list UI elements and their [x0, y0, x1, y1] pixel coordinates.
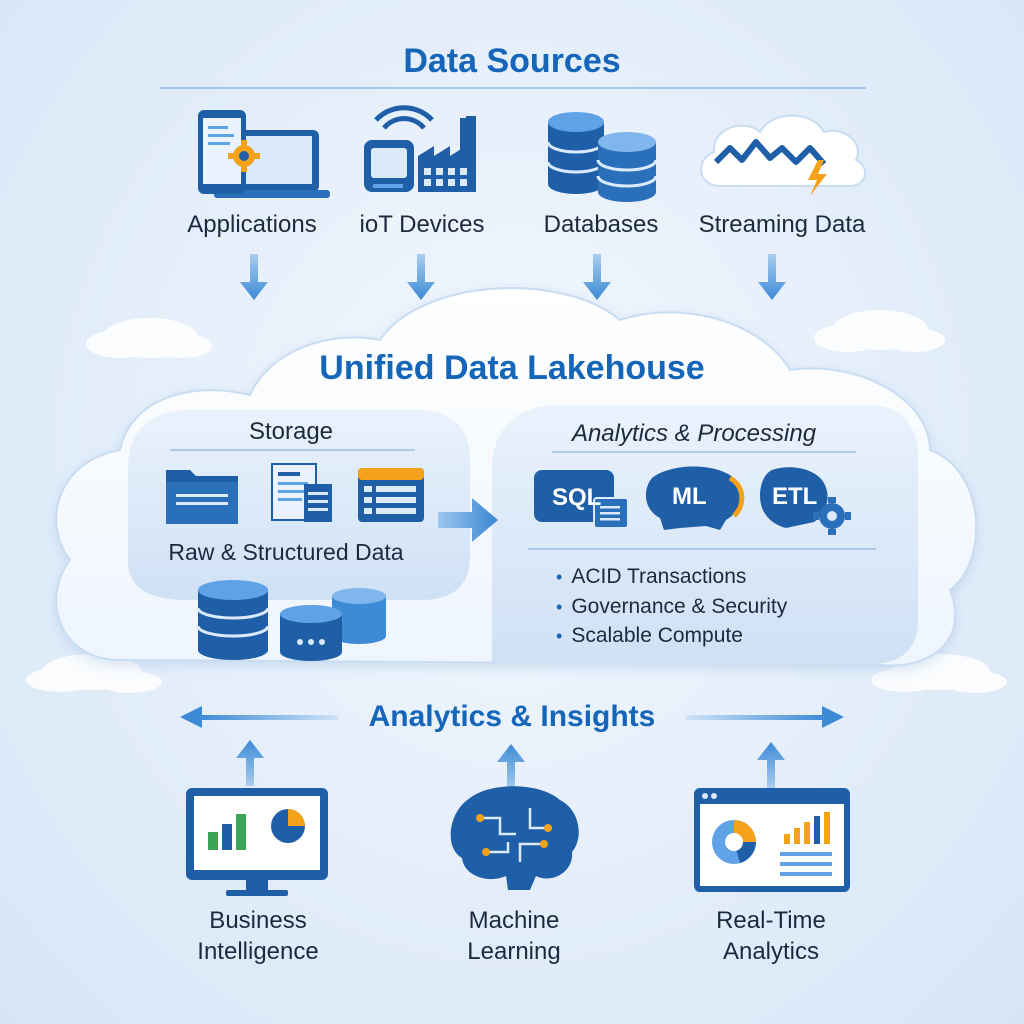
decor-cloud-left-top	[86, 318, 212, 358]
insight-label-bi: Business Intelligence	[197, 905, 318, 967]
arrow-down-iot	[407, 254, 435, 300]
arrow-down-applications	[240, 254, 268, 300]
arrow-storage-to-analytics	[438, 498, 498, 542]
insight-label-rt-line2: Analytics	[722, 938, 820, 965]
feature-governance: Governance & Security	[556, 592, 787, 622]
arrow-down-streaming	[758, 254, 786, 300]
brain-circuit-icon	[450, 786, 579, 890]
ml-badge-label: ML	[672, 483, 707, 510]
arrow-up-rt	[757, 742, 785, 788]
arrow-up-bi	[236, 740, 264, 786]
realtime-dashboard-icon	[694, 788, 850, 892]
etl-badge-label: ETL	[772, 483, 818, 510]
analytics-feature-list: ACID Transactions Governance & Security …	[556, 562, 787, 651]
analytics-title: Analytics & Processing	[571, 420, 817, 447]
folder-icon	[166, 470, 238, 524]
etl-badge-icon	[760, 467, 851, 535]
source-label-iot: ioT Devices	[359, 211, 485, 238]
streaming-cloud-icon	[700, 114, 867, 196]
insight-label-ml-line2: Learning	[467, 938, 561, 965]
insight-label-rt-line1: Real-Time	[716, 907, 826, 934]
storage-databases-icon	[196, 580, 386, 661]
source-label-streaming: Streaming Data	[698, 211, 866, 238]
bi-dashboard-monitor-icon	[186, 788, 328, 896]
sources-title: Data Sources	[403, 42, 621, 80]
insight-label-rt: Real-Time Analytics	[716, 905, 826, 967]
ml-badge-icon	[645, 466, 745, 530]
documents-icon	[271, 463, 332, 522]
table-form-icon	[358, 468, 424, 522]
iot-factory-icon	[364, 105, 476, 192]
storage-title: Storage	[248, 418, 334, 445]
decor-cloud-left-bottom	[26, 654, 162, 693]
insights-side-arrows	[180, 706, 844, 728]
insight-label-ml: Machine Learning	[467, 905, 560, 967]
sql-badge-icon	[534, 470, 629, 529]
source-label-applications: Applications	[187, 211, 317, 238]
insight-label-bi-line2: Intelligence	[197, 938, 319, 965]
app-devices-icon	[198, 110, 330, 198]
insights-title: Analytics & Insights	[368, 700, 656, 733]
storage-caption: Raw & Structured Data	[168, 539, 404, 565]
decor-cloud-right-top	[814, 310, 945, 352]
database-cylinders-icon	[546, 112, 658, 202]
lakehouse-title: Unified Data Lakehouse	[319, 349, 705, 387]
source-arrows	[240, 254, 786, 300]
insight-arrows	[236, 740, 785, 790]
insight-label-ml-line1: Machine	[468, 907, 560, 934]
arrow-up-ml	[497, 744, 525, 790]
arrow-down-databases	[583, 254, 611, 300]
insight-label-bi-line1: Business	[209, 907, 307, 934]
source-label-databases: Databases	[543, 211, 659, 238]
feature-acid: ACID Transactions	[556, 562, 787, 592]
sql-badge-label: SQL	[552, 484, 602, 511]
feature-scalable: Scalable Compute	[556, 621, 787, 651]
